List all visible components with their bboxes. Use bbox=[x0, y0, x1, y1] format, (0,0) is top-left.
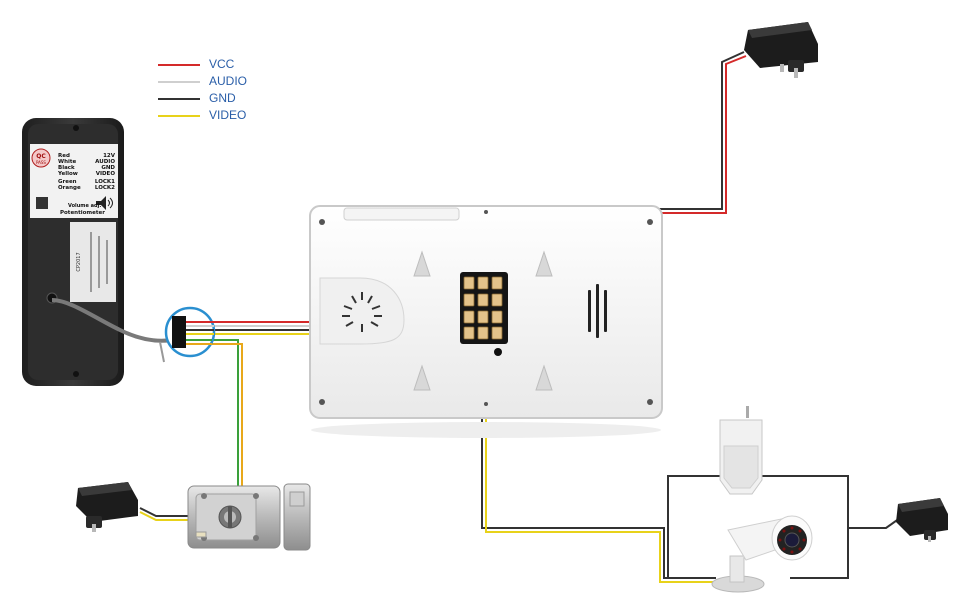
ir-led-ring bbox=[778, 526, 806, 554]
wire-map-signal-2: AUDIO bbox=[95, 159, 115, 165]
qc-badge: QC bbox=[36, 153, 46, 160]
model-label: CP2017 bbox=[76, 252, 82, 271]
cable-clip bbox=[159, 341, 165, 363]
wire-map-color-1: Red bbox=[58, 153, 70, 159]
cctv-camera bbox=[711, 515, 813, 593]
legend-item-audio: AUDIO bbox=[156, 73, 276, 90]
indoor-monitor bbox=[309, 205, 663, 438]
power-adapter-lock bbox=[76, 482, 138, 532]
wire-map-color-4: Yellow bbox=[57, 171, 78, 177]
lock-wires bbox=[196, 339, 243, 492]
lock-adapter-wires bbox=[139, 507, 192, 521]
label-fineprint-lines bbox=[90, 232, 108, 292]
video-to-camera-wires bbox=[481, 334, 716, 583]
cable-connector bbox=[164, 306, 216, 358]
legend-label-audio: AUDIO bbox=[209, 74, 248, 88]
legend-label-video: VIDEO bbox=[209, 108, 247, 122]
wire-legend: VCC AUDIO GND VIDEO bbox=[156, 56, 276, 124]
qc-badge-sub: PASS bbox=[36, 160, 46, 165]
legend-label-gnd: GND bbox=[209, 91, 236, 105]
legend-swatch-gnd bbox=[158, 98, 200, 100]
mounting-slots bbox=[413, 250, 553, 391]
legend-label-vcc: VCC bbox=[209, 57, 235, 71]
volume-icon bbox=[36, 196, 113, 210]
legend-swatch-video bbox=[158, 115, 200, 117]
outdoor-panel: QC PASS Red 12V White AUDIO Black GND Ye… bbox=[22, 118, 173, 386]
monitor-screws bbox=[319, 210, 653, 406]
monitor-terminal-block bbox=[460, 272, 508, 344]
wire-map-color-2: White bbox=[58, 159, 76, 165]
wire-map-color-3: Black bbox=[58, 165, 75, 171]
mic-slots bbox=[588, 284, 607, 338]
speaker-grille bbox=[342, 292, 382, 332]
legend-item-video: VIDEO bbox=[156, 107, 276, 124]
wire-map-signal-6: LOCK2 bbox=[95, 185, 115, 191]
legend-swatch-vcc bbox=[158, 64, 200, 66]
wire-map-color-5: Green bbox=[58, 179, 77, 185]
panel-cable bbox=[51, 298, 173, 343]
legend-swatch-audio bbox=[158, 81, 200, 83]
panel-screw-bottom bbox=[73, 371, 79, 377]
legend-item-vcc: VCC bbox=[156, 56, 276, 73]
wire-map-color-6: Orange bbox=[58, 185, 81, 191]
wire-map-signal-3: GND bbox=[101, 165, 115, 171]
power-adapter-camera bbox=[896, 498, 948, 542]
sensor-loop-wires bbox=[667, 475, 901, 579]
alarm-sensor bbox=[719, 406, 763, 495]
wire-map-signal-4: VIDEO bbox=[96, 171, 116, 177]
electric-lock bbox=[187, 483, 311, 551]
volume-label: Volume adj. bbox=[68, 203, 101, 209]
potentiometer-label: Potentiometer bbox=[60, 210, 105, 216]
panel-screw-top bbox=[73, 125, 79, 131]
wire-map-signal-5: LOCK1 bbox=[95, 179, 115, 185]
power-adapter-top bbox=[744, 22, 818, 78]
wire-map-signal-1: 12V bbox=[103, 153, 116, 159]
legend-item-gnd: GND bbox=[156, 90, 276, 107]
